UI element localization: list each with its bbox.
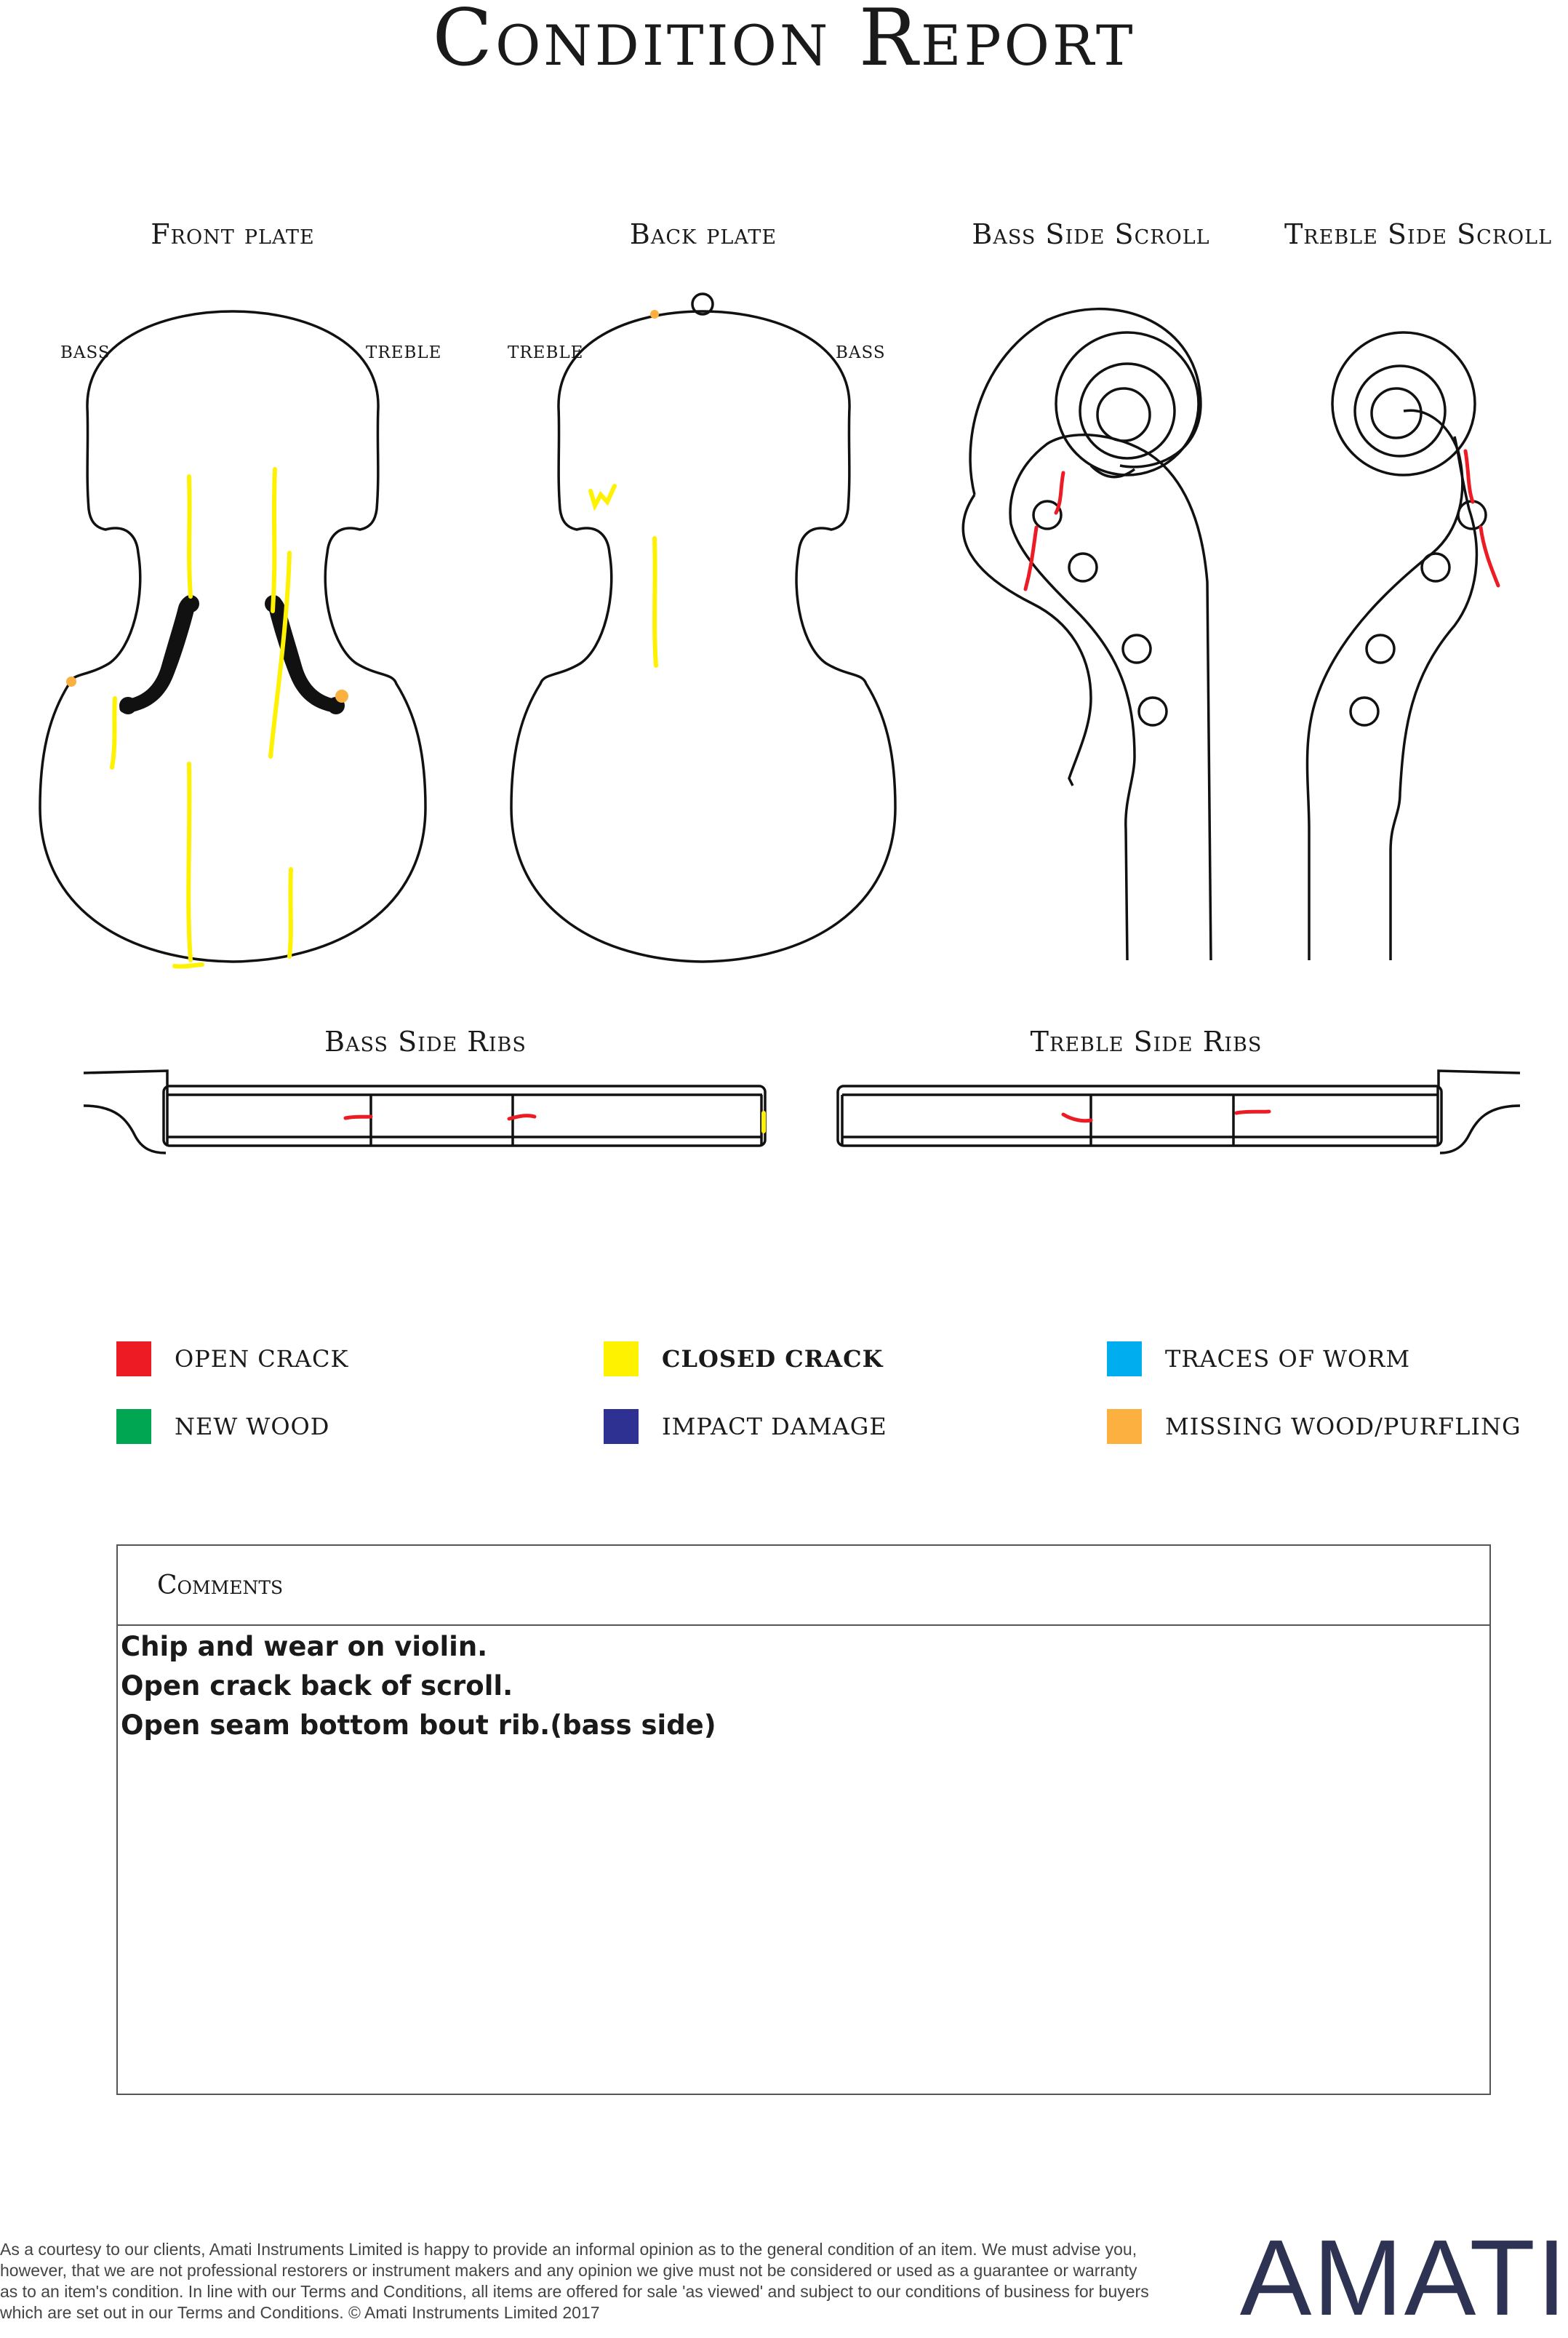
treble-scroll-outline [1305,409,1464,960]
back-bass-label: BASS [836,343,886,362]
bass-side-scroll-heading: Bass Side Scroll [972,218,1210,250]
legend-closed-crack: Closed crack [604,1341,883,1377]
legend-new-wood: New wood [116,1408,329,1445]
impact-damage-swatch [604,1409,639,1444]
legend-open-crack: Open crack [116,1341,348,1377]
back-plate-heading: Back plate [629,218,777,250]
legend-label: Impact damage [662,1413,887,1440]
legend-traces-of-worm: Traces of worm [1107,1341,1410,1377]
legend-label: New wood [175,1413,330,1440]
comment-line: Chip and wear on violin. [121,1631,488,1662]
new-wood-swatch [116,1409,151,1444]
comments-body: Chip and wear on violin. Open crack back… [118,1626,1489,1745]
closed-crack-swatch [604,1341,639,1376]
front-treble-label: TREBLE [366,343,442,362]
disclaimer-text: As a courtesy to our clients, Amati Inst… [0,2240,1149,2322]
front-plate-outline [39,310,427,963]
treble-side-scroll-heading: Treble Side Scroll [1284,218,1553,250]
open-crack-swatch [116,1341,151,1376]
violin-diagrams [39,292,1521,1154]
traces-of-worm-swatch [1107,1341,1142,1376]
comment-line: Open crack back of scroll. [121,1670,513,1701]
missing-wood-marks [66,310,659,703]
bass-scroll-outline [1009,434,1212,961]
back-button [691,292,714,316]
comments-heading: Comments [118,1546,1489,1626]
treble-side-ribs-heading: Treble Side Ribs [1030,1026,1263,1058]
f-holes [119,595,345,714]
comments-box: Comments Chip and wear on violin. Open c… [116,1544,1491,2095]
missing-wood-swatch [1107,1409,1142,1444]
legend-label: Open crack [175,1345,349,1373]
page-title: Condition Report [432,0,1136,84]
open-crack-marks [343,449,1500,1123]
amati-logo: AMATI [1239,2218,1568,2338]
legend-label: Traces of worm [1165,1345,1411,1373]
closed-crack-marks [110,467,766,1133]
legend-impact-damage: Impact damage [604,1408,887,1445]
treble-ribs-outline [836,1085,1443,1147]
back-plate-outline [510,310,897,963]
front-bass-label: BASS [60,343,111,362]
legend-missing-wood: Missing wood/purfling [1107,1408,1521,1445]
front-plate-heading: Front plate [151,218,315,250]
back-treble-label: TREBLE [508,343,584,362]
legend-label: Closed crack [662,1345,884,1373]
bass-side-ribs-heading: Bass Side Ribs [324,1026,527,1058]
comment-line: Open seam bottom bout rib.(bass side) [121,1709,716,1741]
legend-label: Missing wood/purfling [1165,1413,1521,1440]
